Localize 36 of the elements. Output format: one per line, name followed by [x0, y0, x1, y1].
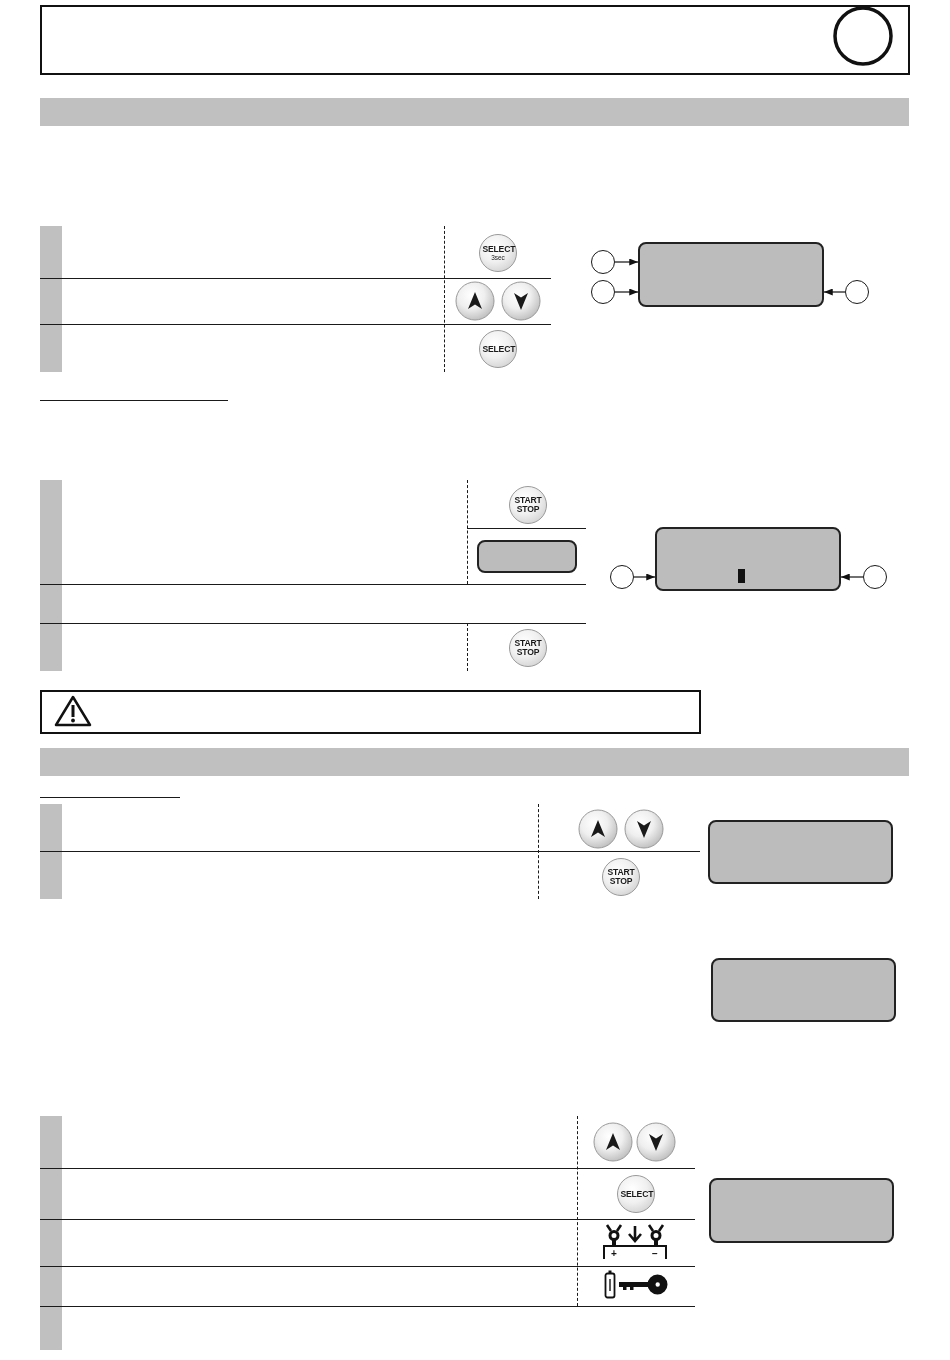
step-marker	[40, 1116, 62, 1168]
callout-circle	[591, 250, 615, 274]
lcd-display	[477, 540, 577, 573]
step-marker	[40, 623, 62, 671]
step-marker	[40, 480, 62, 584]
callout-circle	[610, 565, 634, 589]
step-marker	[40, 851, 62, 899]
lcd-display	[655, 527, 841, 591]
polarity-sign: +	[611, 1249, 617, 1259]
step-marker	[40, 1219, 62, 1266]
start-stop-button: START STOP	[509, 486, 547, 524]
start-stop-button: START STOP	[509, 629, 547, 667]
leader-arrow	[633, 573, 656, 581]
step-marker	[40, 226, 62, 278]
callout-circle	[591, 280, 615, 304]
step-marker	[40, 324, 62, 372]
step-marker	[40, 1306, 62, 1350]
callout-circle	[863, 565, 887, 589]
leader-arrow	[823, 288, 846, 296]
select-button: SELECT	[479, 330, 517, 368]
lcd-display	[638, 242, 824, 307]
lcd-display	[709, 1178, 894, 1243]
step-marker	[40, 584, 62, 623]
step-marker	[40, 1266, 62, 1306]
polarity-sign: −	[652, 1249, 658, 1259]
step-marker	[40, 1168, 62, 1219]
lcd-display	[708, 820, 893, 884]
step-marker	[40, 804, 62, 851]
step-marker	[40, 278, 62, 324]
leader-arrow	[840, 573, 864, 581]
select-button: SELECT	[617, 1175, 655, 1213]
lcd-display	[711, 958, 896, 1022]
leader-arrow	[614, 288, 639, 296]
start-stop-button: START STOP	[602, 858, 640, 896]
leader-arrow	[614, 258, 639, 266]
callout-circle	[845, 280, 869, 304]
